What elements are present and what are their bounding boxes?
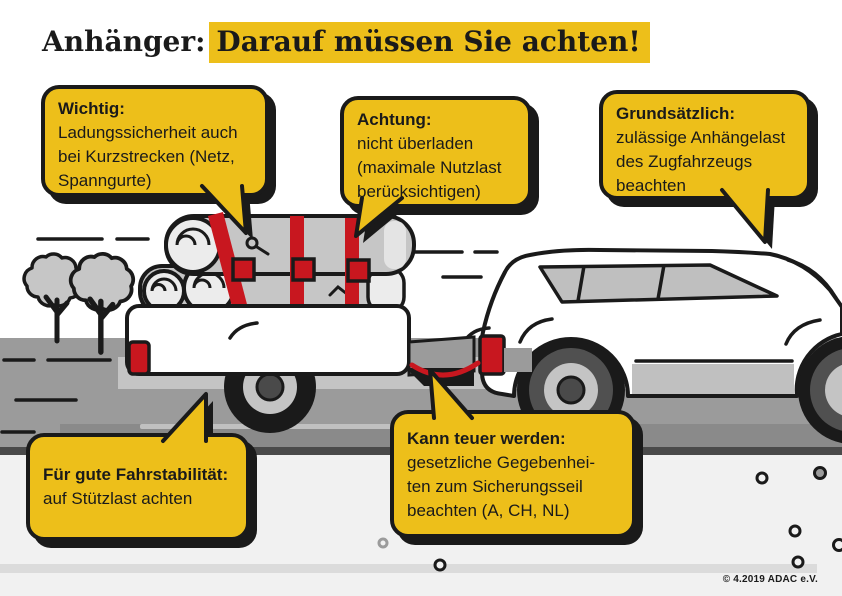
copyright-text: © 4.2019 ADAC e.V.	[722, 574, 818, 585]
callout-line: Ladungssicherheit auch	[58, 123, 238, 142]
callout-heading: Achtung:	[357, 110, 432, 129]
callout-line: berücksichtigen)	[357, 182, 481, 201]
strap-buckle	[291, 257, 316, 282]
callout-line: ten zum Sicherungsseil	[407, 477, 583, 496]
callout-line: bei Kurzstrecken (Netz,	[58, 147, 235, 166]
title-prefix: Anhänger:	[42, 25, 206, 58]
tree-icon	[68, 251, 136, 355]
lashing-straps	[208, 212, 371, 314]
callout-line: zulässige Anhängelast	[616, 128, 786, 147]
strap-buckle	[346, 258, 371, 283]
page-title: Anhänger:Darauf müssen Sie achten!	[42, 22, 650, 63]
callout-grundsaetzlich: Grundsätzlich: zulässige Anhängelast des…	[599, 90, 811, 200]
callout-line: (maximale Nutzlast	[357, 158, 502, 177]
callout-line: beachten	[616, 176, 686, 195]
callout-wichtig: Wichtig: Ladungssicherheit auch bei Kurz…	[41, 85, 269, 197]
callout-line: Spanngurte)	[58, 171, 152, 190]
car-taillight	[478, 334, 506, 376]
rocker-panel	[632, 364, 794, 394]
callout-heading: Grundsätzlich:	[616, 104, 736, 123]
trailer-box	[125, 304, 411, 376]
callout-line: beachten (A, CH, NL)	[407, 501, 570, 520]
callout-line: gesetzliche Gegebenhei-	[407, 453, 596, 472]
callout-line: nicht überladen	[357, 134, 474, 153]
car-windows	[538, 263, 779, 304]
title-highlight: Darauf müssen Sie achten!	[209, 22, 650, 63]
callout-heading: Kann teuer werden:	[407, 429, 566, 448]
strap-buckle	[231, 257, 256, 282]
curb-bar	[0, 564, 817, 573]
callout-achtung: Achtung: nicht überladen (maximale Nutzl…	[340, 96, 532, 208]
trailer-taillight	[127, 340, 151, 376]
callout-line: auf Stützlast achten	[43, 489, 193, 508]
callout-teuer: Kann teuer werden: gesetzliche Gegebenhe…	[390, 410, 636, 538]
trees	[22, 251, 136, 355]
callout-fahrstabilitaet: Für gute Fahrstabilität: auf Stützlast a…	[26, 433, 250, 541]
callout-heading: Wichtig:	[58, 99, 125, 118]
callout-heading: Für gute Fahrstabilität:	[43, 465, 229, 484]
motion-lines	[0, 237, 499, 434]
callout-line: des Zugfahrzeugs	[616, 152, 753, 171]
pebbles	[377, 466, 842, 572]
